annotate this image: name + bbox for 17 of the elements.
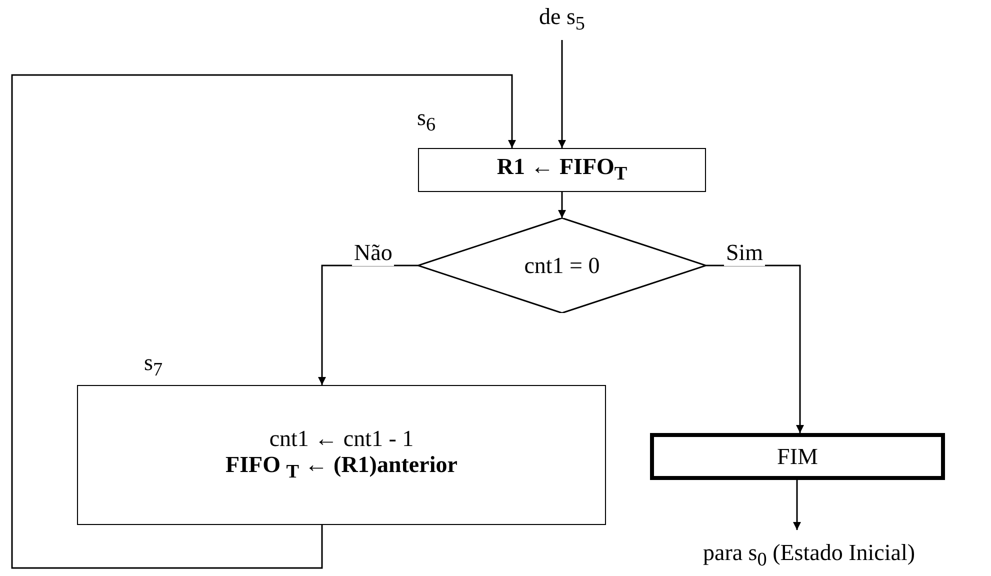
arrow: [558, 40, 566, 148]
decision-diamond: [418, 218, 706, 313]
node-text: FIFO $_{T}$ ← (R1)anterior: [226, 452, 458, 484]
state-label: s$_{7}$: [144, 350, 163, 382]
formula-text: cnt1 ← cnt1 - 1: [269, 426, 414, 452]
terminal-box: [650, 433, 945, 480]
arrow: [558, 192, 566, 218]
arrow: [793, 480, 801, 530]
node-text: cnt1 = 0: [524, 252, 600, 278]
node-text: R1 ← FIFO$_{T}$: [496, 154, 628, 186]
node-text: de s$_{5}$: [539, 4, 585, 36]
arrow: [318, 264, 418, 385]
node-text: FIM: [777, 444, 818, 470]
node-text: para s$_{0}$ (Estado Inicial): [702, 540, 916, 572]
state-label: s$_{6}$: [417, 105, 436, 137]
arrow: [706, 264, 804, 433]
arrow: [11, 74, 516, 569]
